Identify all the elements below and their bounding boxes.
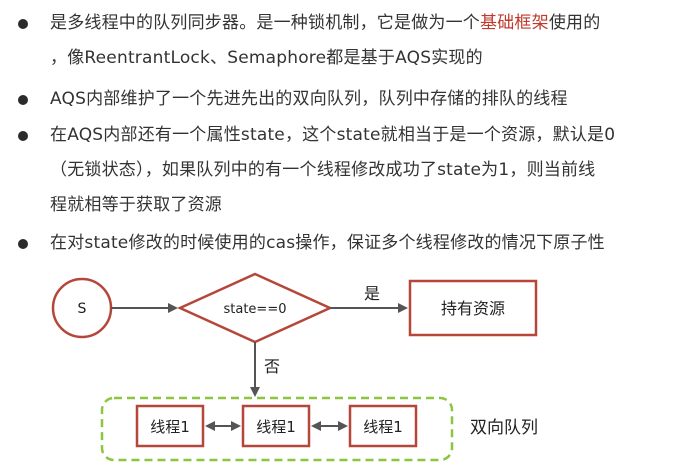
bullet-2-line-1: AQS内部维护了一个先进先出的双向队列，队列中存储的排队的线程	[50, 89, 568, 109]
queue-node-3-label: 线程1	[363, 418, 403, 436]
queue-node-3	[348, 404, 418, 448]
no-label: 否	[264, 357, 280, 376]
bullet-item-1: 是多线程中的队列同步器。是一种锁机制，它是做为一个基础框架使用的 ，像Reent…	[0, 6, 686, 76]
bullet-1-text-suffix: 使用的	[548, 13, 601, 33]
queue-node-1	[135, 404, 205, 448]
queue-label: 双向队列	[470, 418, 538, 438]
bullet-4-line-1: 在对state修改的时候使用的cas操作，保证多个线程修改的情况下原子性	[50, 233, 605, 253]
decision-label: state==0	[224, 302, 287, 317]
bullet-dot	[18, 131, 28, 141]
bullet-1-line-1: 是多线程中的队列同步器。是一种锁机制，它是做为一个基础框架使用的	[50, 6, 686, 41]
queue-node-2	[241, 404, 311, 448]
bullet-3-line-2: （无锁状态），如果队列中的有一个线程修改成功了state为1，则当前线	[50, 160, 596, 180]
bullet-1-highlight: 基础框架	[480, 13, 549, 33]
result-node	[408, 279, 538, 337]
bullet-dot	[18, 95, 28, 105]
queue-node-1-label: 线程1	[150, 418, 190, 436]
queue-container	[100, 396, 454, 462]
bullet-1-text: 是多线程中的队列同步器。是一种锁机制，它是做为一个	[50, 13, 480, 33]
result-label: 持有资源	[441, 299, 505, 318]
bullet-3-line-3: 程就相等于获取了资源	[50, 195, 222, 215]
yes-label: 是	[364, 284, 380, 303]
queue-node-2-label: 线程1	[256, 418, 296, 436]
bullet-item-3: 在AQS内部还有一个属性state，这个state就相当于是一个资源，默认是0 …	[0, 118, 686, 223]
bullet-item-2: AQS内部维护了一个先进先出的双向队列，队列中存储的排队的线程	[0, 82, 686, 117]
bullet-dot	[18, 239, 28, 249]
bullet-item-4: 在对state修改的时候使用的cas操作，保证多个线程修改的情况下原子性	[0, 226, 686, 261]
bullet-1-line-2: ，像ReentrantLock、Semaphore都是基于AQS实现的	[50, 48, 483, 68]
bullet-dot	[18, 19, 28, 29]
bullet-3-line-1: 在AQS内部还有一个属性state，这个state就相当于是一个资源，默认是0	[50, 125, 616, 145]
start-label: S	[78, 301, 87, 317]
